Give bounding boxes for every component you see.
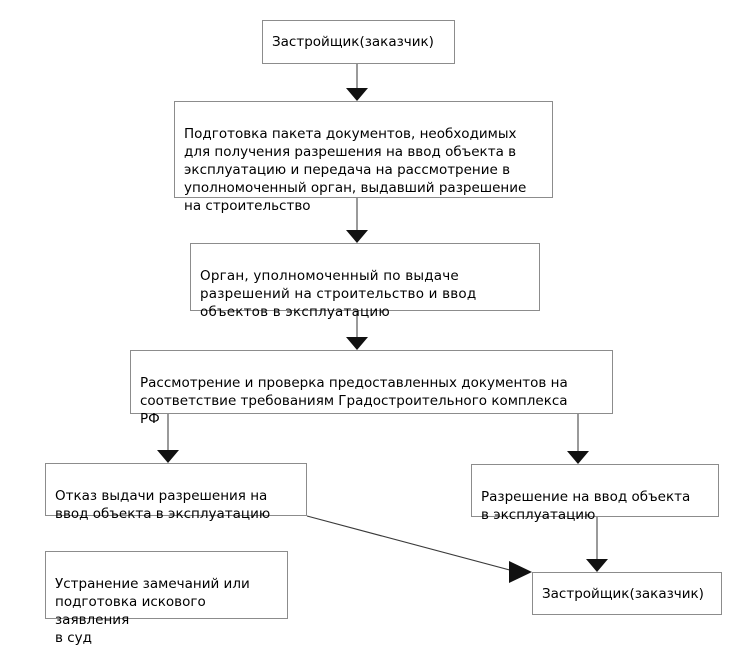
node-developer-top[interactable]: Застройщик(заказчик) bbox=[262, 20, 455, 64]
node-review-check[interactable]: Рассмотрение и проверка предоставленных … bbox=[130, 350, 613, 427]
node-review-check-label: Рассмотрение и проверка предоставленных … bbox=[140, 374, 568, 427]
node-fix-or-lawsuit-label: Устранение замечаний или подготовка иско… bbox=[55, 575, 250, 646]
node-permission-label: Разрешение на ввод объекта в эксплуатаци… bbox=[481, 488, 691, 523]
node-permission[interactable]: Разрешение на ввод объекта в эксплуатаци… bbox=[471, 464, 719, 523]
node-prepare-documents[interactable]: Подготовка пакета документов, необходимы… bbox=[174, 101, 553, 214]
connector-prepare-to-authorized-body bbox=[346, 198, 368, 243]
connector-review-to-refusal bbox=[157, 414, 179, 463]
node-authorized-body[interactable]: Орган, уполномоченный по выдаче разрешен… bbox=[190, 243, 540, 320]
node-developer-bottom[interactable]: Застройщик(заказчик) bbox=[532, 572, 722, 615]
node-developer-bottom-label: Застройщик(заказчик) bbox=[542, 585, 704, 602]
node-refusal[interactable]: Отказ выдачи разрешения на ввод объекта … bbox=[45, 463, 307, 522]
node-authorized-body-label: Орган, уполномоченный по выдаче разрешен… bbox=[200, 267, 477, 320]
node-fix-or-lawsuit[interactable]: Устранение замечаний или подготовка иско… bbox=[45, 551, 288, 646]
node-developer-top-label: Застройщик(заказчик) bbox=[272, 34, 434, 51]
connector-developer-to-prepare bbox=[346, 64, 368, 101]
connector-refusal-to-developer bbox=[306, 515, 532, 583]
connector-permission-to-developer bbox=[586, 517, 608, 572]
node-prepare-documents-label: Подготовка пакета документов, необходимы… bbox=[184, 125, 527, 214]
connector-review-to-permission bbox=[567, 414, 589, 464]
node-refusal-label: Отказ выдачи разрешения на ввод объекта … bbox=[55, 487, 271, 522]
